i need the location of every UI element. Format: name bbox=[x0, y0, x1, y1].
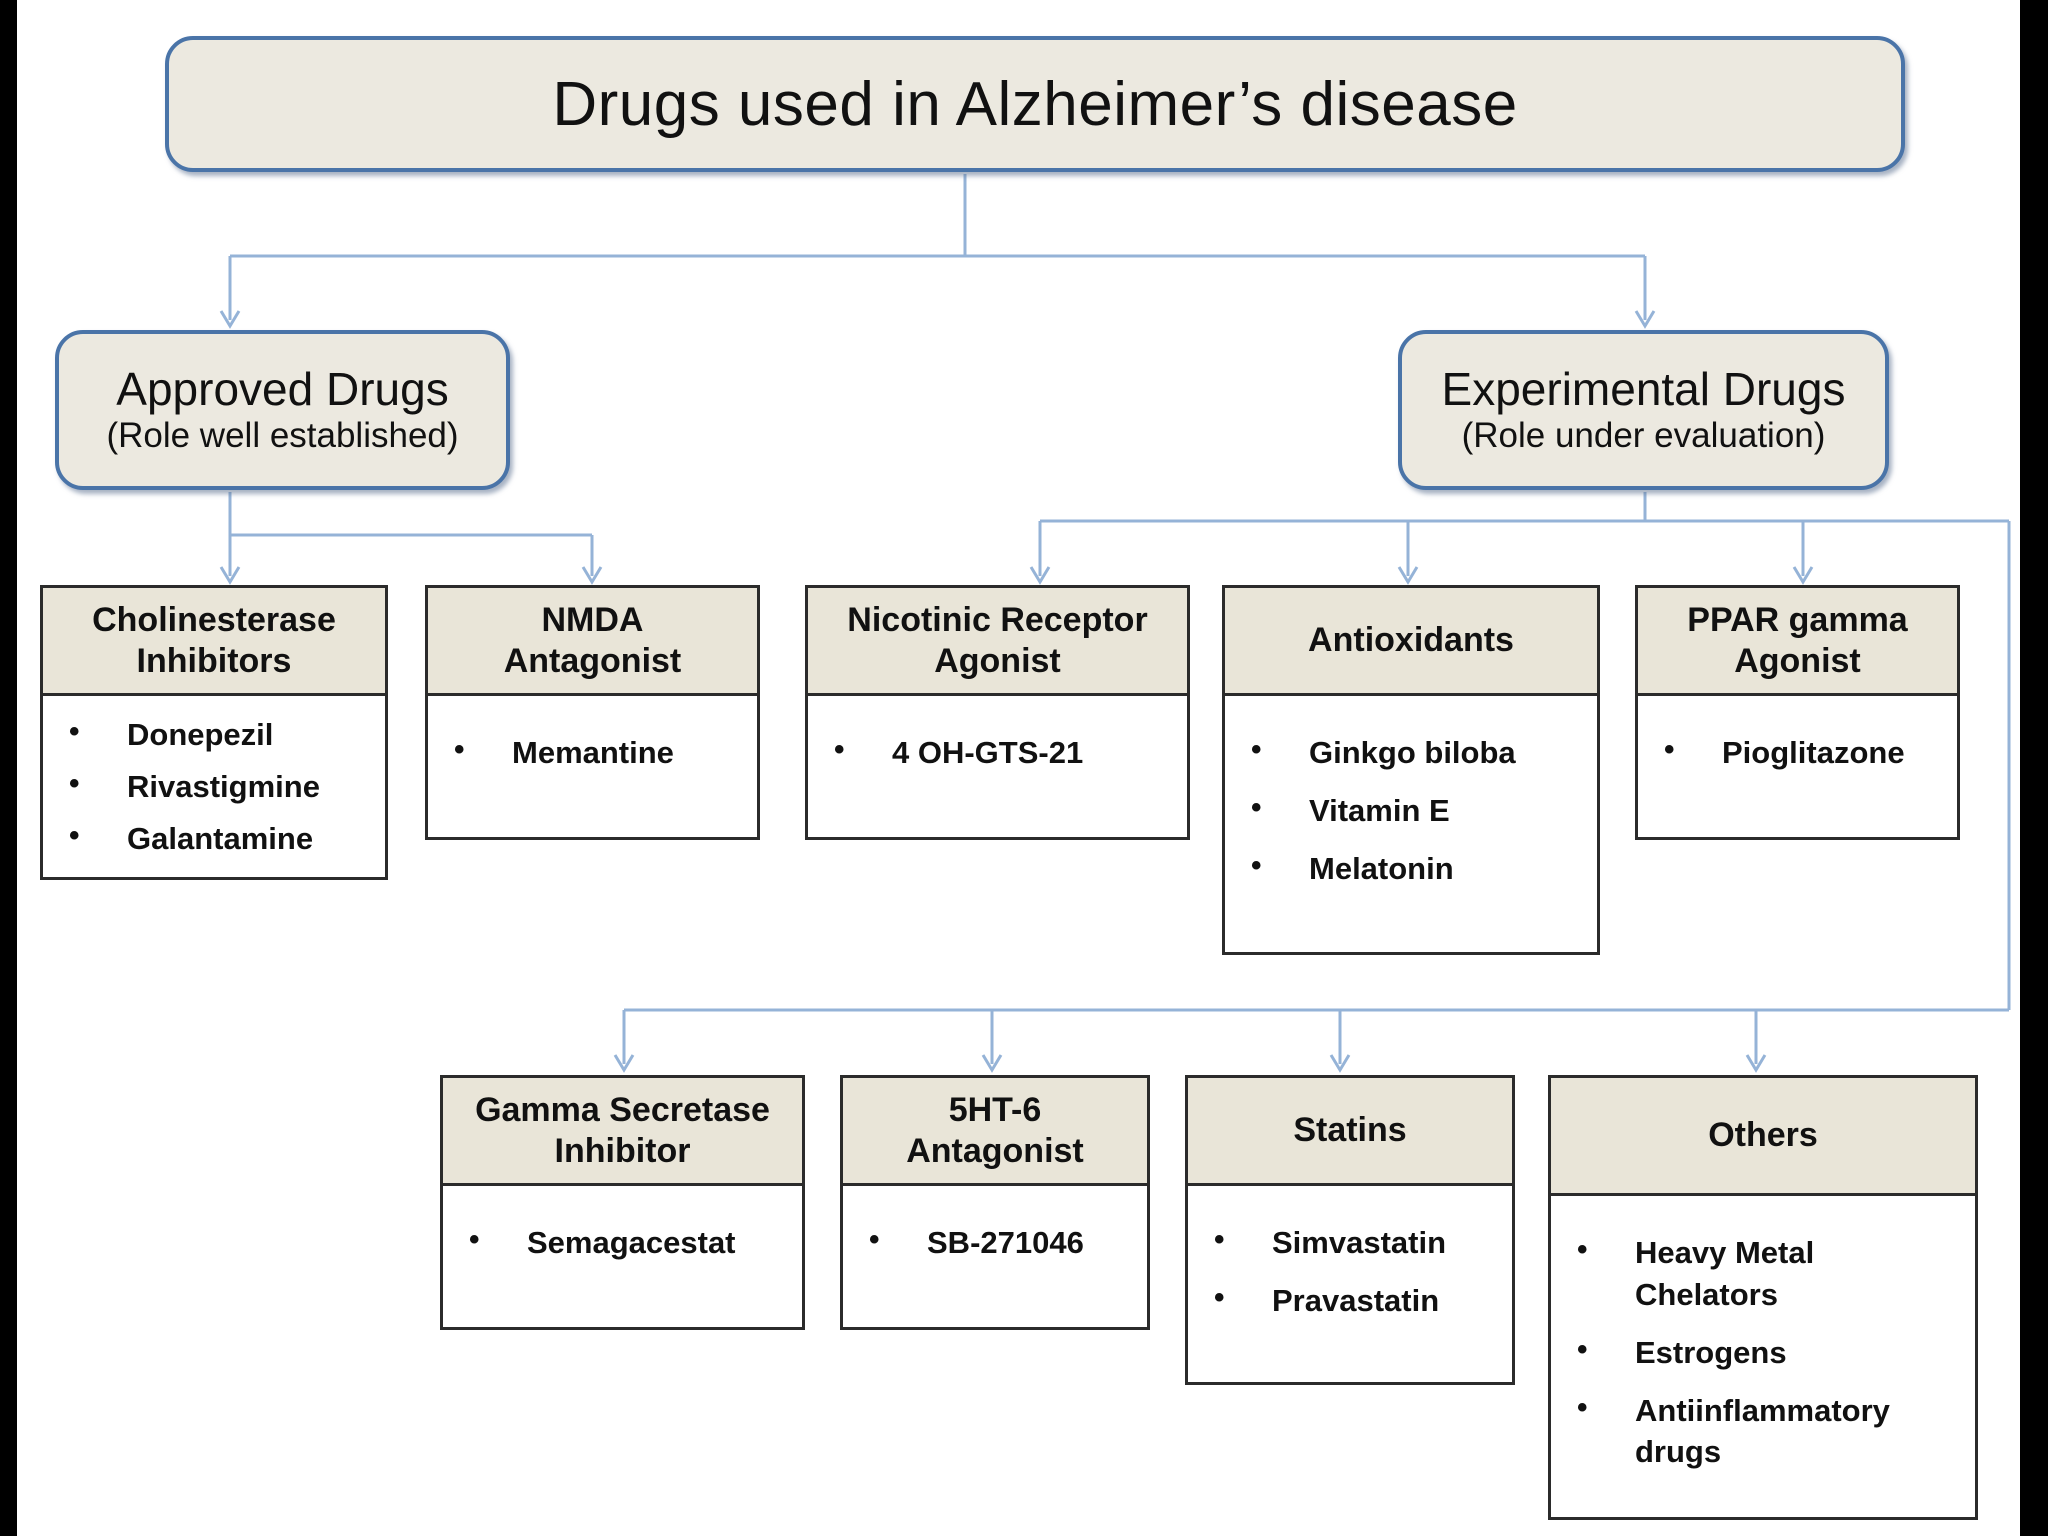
connector-arrow-others bbox=[1745, 1010, 1767, 1073]
drug-item: Simvastatin bbox=[1188, 1220, 1512, 1264]
connector-arrow-experimental bbox=[1634, 256, 1656, 329]
category-box-ppar-gamma-agonist: PPAR gamma Agonist Pioglitazone bbox=[1635, 585, 1960, 840]
category-header: Gamma Secretase Inhibitor bbox=[443, 1078, 802, 1186]
drug-item: Vitamin E bbox=[1225, 788, 1597, 832]
drug-item: Memantine bbox=[428, 730, 757, 774]
category-box-nmda-antagonist: NMDA Antagonist Memantine bbox=[425, 585, 760, 840]
drug-item: Pravastatin bbox=[1188, 1278, 1512, 1322]
approved-drugs-box: Approved Drugs (Role well established) bbox=[55, 330, 510, 490]
category-box-nicotinic-receptor-agonist: Nicotinic Receptor Agonist 4 OH-GTS-21 bbox=[805, 585, 1190, 840]
diagram-title: Drugs used in Alzheimer’s disease bbox=[552, 69, 1518, 139]
category-header: Statins bbox=[1188, 1078, 1512, 1186]
category-header: PPAR gamma Agonist bbox=[1638, 588, 1957, 696]
left-black-bar bbox=[0, 0, 17, 1536]
category-box-statins: Statins Simvastatin Pravastatin bbox=[1185, 1075, 1515, 1385]
drug-item: Donepezil bbox=[43, 712, 385, 756]
drug-list: Donepezil Rivastigmine Galantamine bbox=[43, 704, 385, 870]
right-black-bar bbox=[2020, 0, 2048, 1536]
approved-drugs-subtitle: (Role well established) bbox=[106, 416, 459, 456]
drug-item: 4 OH-GTS-21 bbox=[808, 730, 1187, 774]
drug-list: Simvastatin Pravastatin bbox=[1188, 1206, 1512, 1338]
drug-item: Melatonin bbox=[1225, 846, 1597, 890]
category-header: 5HT-6 Antagonist bbox=[843, 1078, 1147, 1186]
connector-approved-stem bbox=[228, 492, 592, 537]
drug-item: Heavy Metal Chelators bbox=[1551, 1230, 1975, 1316]
connector-arrow-antioxidants bbox=[1397, 521, 1419, 585]
connector-arrow-5ht6 bbox=[981, 1010, 1003, 1073]
approved-drugs-title: Approved Drugs bbox=[116, 362, 449, 415]
category-box-cholinesterase-inhibitors: Cholinesterase Inhibitors Donepezil Riva… bbox=[40, 585, 388, 880]
drug-list: Semagacestat bbox=[443, 1206, 802, 1280]
connector-arrow-gamma-secretase bbox=[613, 1010, 635, 1073]
category-header: Cholinesterase Inhibitors bbox=[43, 588, 385, 696]
drug-list: Ginkgo biloba Vitamin E Melatonin bbox=[1225, 716, 1597, 906]
category-header: Others bbox=[1551, 1078, 1975, 1196]
connector-arrow-ppar bbox=[1792, 521, 1814, 585]
category-box-others: Others Heavy Metal Chelators Estrogens A… bbox=[1548, 1075, 1978, 1520]
drug-item: SB-271046 bbox=[843, 1220, 1147, 1264]
connector-arrow-cholinesterase bbox=[219, 535, 241, 585]
connector-arrow-nmda bbox=[581, 535, 603, 585]
drug-item: Semagacestat bbox=[443, 1220, 802, 1264]
category-header: Nicotinic Receptor Agonist bbox=[808, 588, 1187, 696]
drug-item: Estrogens bbox=[1551, 1330, 1975, 1374]
category-box-5ht6-antagonist: 5HT-6 Antagonist SB-271046 bbox=[840, 1075, 1150, 1330]
title-box: Drugs used in Alzheimer’s disease bbox=[165, 36, 1905, 172]
category-header: NMDA Antagonist bbox=[428, 588, 757, 696]
connector-arrow-statins bbox=[1329, 1010, 1351, 1073]
drug-list: Pioglitazone bbox=[1638, 716, 1957, 790]
drug-list: SB-271046 bbox=[843, 1206, 1147, 1280]
connector-arrow-approved bbox=[219, 256, 241, 329]
category-header: Antioxidants bbox=[1225, 588, 1597, 696]
experimental-drugs-subtitle: (Role under evaluation) bbox=[1461, 416, 1826, 456]
experimental-drugs-box: Experimental Drugs (Role under evaluatio… bbox=[1398, 330, 1889, 490]
drug-item: Galantamine bbox=[43, 816, 385, 860]
drug-item: Pioglitazone bbox=[1638, 730, 1957, 774]
category-box-antioxidants: Antioxidants Ginkgo biloba Vitamin E Mel… bbox=[1222, 585, 1600, 955]
category-box-gamma-secretase-inhibitor: Gamma Secretase Inhibitor Semagacestat bbox=[440, 1075, 805, 1330]
experimental-drugs-title: Experimental Drugs bbox=[1441, 362, 1846, 415]
drug-item: Antiinflammatory drugs bbox=[1551, 1388, 1975, 1474]
drug-list: Heavy Metal Chelators Estrogens Antiinfl… bbox=[1551, 1216, 1975, 1489]
connector-arrow-nicotinic bbox=[1029, 521, 1051, 585]
drug-list: 4 OH-GTS-21 bbox=[808, 716, 1187, 790]
drug-item: Rivastigmine bbox=[43, 764, 385, 808]
drug-list: Memantine bbox=[428, 716, 757, 790]
drug-item: Ginkgo biloba bbox=[1225, 730, 1597, 774]
